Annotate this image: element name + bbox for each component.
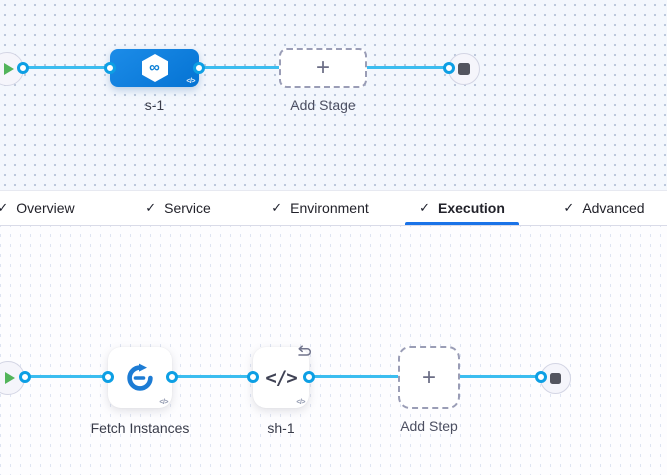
tab-service[interactable]: ✓ Service [145,200,211,216]
yaml-code-icon[interactable]: </> [186,78,195,85]
step-node-fetch-instances[interactable]: </> [108,347,172,408]
shell-script-icon: </> [265,366,297,389]
stage-pipeline-canvas[interactable]: ∞ </> s-1 + Add Stage [0,0,667,190]
stage-node-s1[interactable]: ∞ </> [110,49,199,87]
add-step-label: Add Step [400,418,458,434]
connector-port[interactable] [535,371,547,383]
connector-port[interactable] [303,371,315,383]
add-stage-label: Add Stage [290,97,356,113]
plus-icon: + [315,54,330,81]
tab-environment[interactable]: ✓ Environment [271,200,369,216]
tab-overview[interactable]: ✓ Overview [0,191,107,225]
yaml-code-icon[interactable]: </> [159,399,168,406]
connector-port[interactable] [247,371,259,383]
check-icon: ✓ [419,200,430,215]
connector-port[interactable] [443,62,455,74]
connector-port[interactable] [166,371,178,383]
stop-icon [550,373,561,384]
stop-icon [458,63,470,75]
tab-advanced[interactable]: ✓ Advanced [563,200,645,216]
connector-port[interactable] [17,62,29,74]
harness-infinity-glyph: ∞ [149,59,160,76]
check-icon: ✓ [563,200,575,215]
connector-port[interactable] [19,371,31,383]
yaml-code-icon[interactable]: </> [296,399,305,406]
tabs-row: ✓ Overview ✓ Service ✓ Environment ✓ Exe… [0,191,667,225]
connector-port[interactable] [193,62,205,74]
deploy-stage-hexagon-icon: ∞ [139,53,171,83]
play-icon [3,63,14,75]
check-icon: ✓ [0,200,8,216]
step-name-label: sh-1 [267,420,295,436]
looping-strategy-icon [298,345,311,356]
add-step-button[interactable]: + [398,346,460,409]
connector-port[interactable] [102,371,114,383]
plus-icon: + [421,363,436,391]
step-name-label: Fetch Instances [90,420,190,436]
check-icon: ✓ [145,200,157,215]
execution-end-node[interactable] [540,363,571,394]
fetch-instances-icon [127,363,153,391]
check-icon: ✓ [271,200,283,215]
connector-port[interactable] [104,62,116,74]
step-node-sh1[interactable]: </> </> [253,345,311,408]
stage-config-tabs: ✓ Overview ✓ Service ✓ Environment ✓ Exe… [0,190,667,226]
stage-name-label: s-1 [144,97,165,113]
play-icon [4,372,15,384]
add-stage-button[interactable]: + [279,48,367,88]
execution-steps-canvas[interactable]: </> Fetch Instances </> </> sh-1 + Add S… [0,224,667,475]
stage-connector-line [23,66,449,69]
tab-execution[interactable]: ✓ Execution [391,191,533,225]
